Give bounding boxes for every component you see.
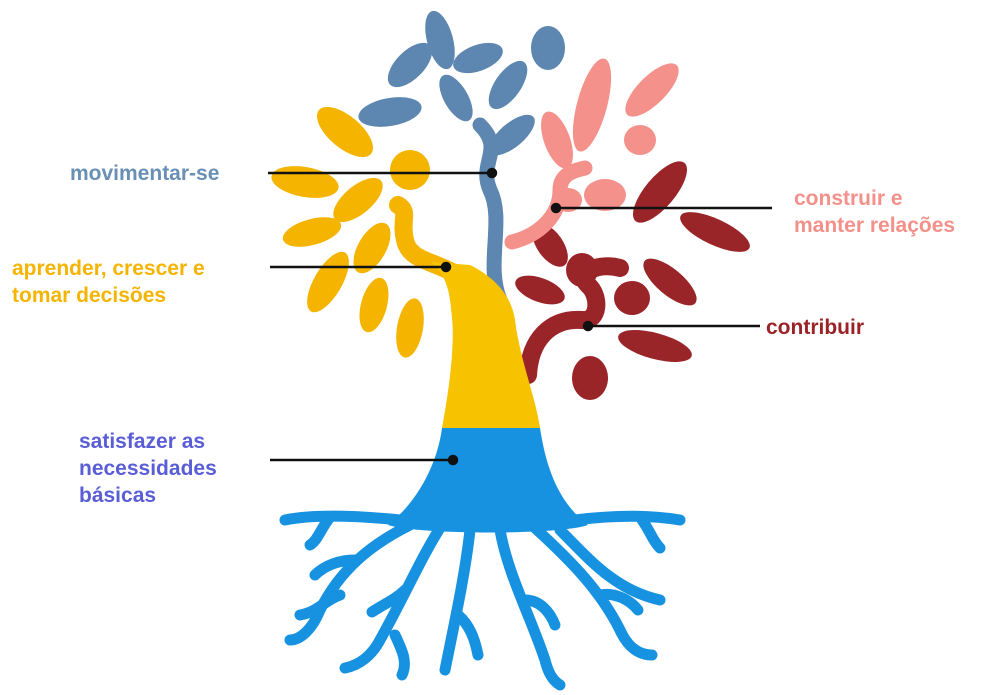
connector-dot-move (488, 169, 496, 177)
label-construir-relacoes: construir e manter relações (794, 185, 955, 239)
label-contrib-line: contribuir (766, 316, 864, 339)
connector-dot-contrib (584, 322, 592, 330)
label-basic-line-3: básicas (79, 484, 156, 507)
trunk-lower (388, 428, 588, 533)
roots (285, 516, 680, 685)
label-movimentar-se: movimentar-se (70, 160, 219, 187)
label-basic-line-2: necessidades (79, 457, 217, 480)
connector-dot-learn (442, 263, 450, 271)
label-learn-line-2: tomar decisões (12, 284, 166, 307)
red-leaves (511, 153, 754, 400)
label-necessidades-basicas: satisfazer as necessidades básicas (79, 428, 217, 509)
label-relate-line-2: manter relações (794, 214, 955, 237)
connector-dot-relate (552, 204, 560, 212)
label-aprender-crescer: aprender, crescer e tomar decisões (12, 255, 205, 309)
connector-dot-basic (449, 456, 457, 464)
label-move-line: movimentar-se (70, 162, 219, 185)
label-basic-line-1: satisfazer as (79, 430, 205, 453)
label-learn-line-1: aprender, crescer e (12, 257, 205, 280)
blue-leaves (356, 8, 565, 163)
label-relate-line-1: construir e (794, 187, 903, 210)
label-contribuir: contribuir (766, 314, 864, 341)
